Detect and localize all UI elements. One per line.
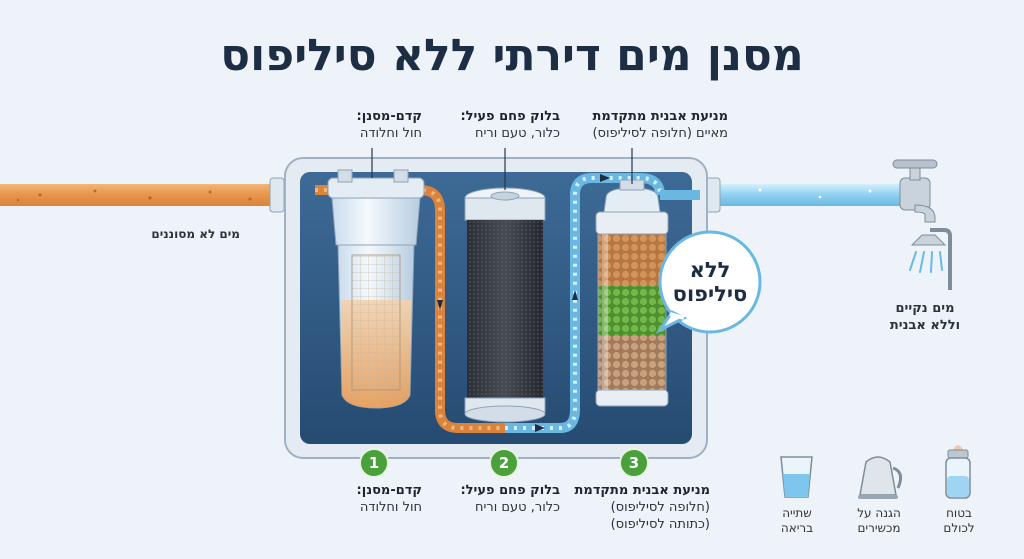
outlet-pipe (720, 184, 910, 206)
stage3-bottom-desc2: (כתותה לסיליפוס) (610, 517, 710, 532)
feature-safe-for-all-label: בטוח לכולם (928, 506, 990, 536)
carbon-block-filter (464, 187, 546, 423)
faucet-icon (892, 159, 938, 223)
stage2-top-label: בלוק פחם פעיל: כלור, טעם וריח (420, 108, 560, 142)
stage1-bottom-label: קדם-מסנן: חול וחלודה (300, 482, 422, 516)
stage3-bottom-title: מניעת אבנית מתקדמת (574, 483, 711, 498)
glass-icon (780, 456, 813, 498)
stage1-top-desc: חול וחלודה (359, 126, 422, 141)
outlet-label-line2: וללא אבנית (889, 318, 961, 333)
feature-appliance-protection-label: הגנה על מכשירים (846, 506, 912, 536)
stage3-top-desc: מאיים (חלופה לסיליפוס) (592, 126, 728, 141)
stage2-top-desc: כלור, טעם וריח (474, 126, 560, 141)
stage1-number-badge: 1 (359, 448, 389, 478)
inlet-pipe (0, 184, 285, 206)
bubble-line2: סיליפוס (672, 282, 748, 306)
feature-0-line2: בריאה (780, 521, 814, 535)
outlet-label: מים נקיים וללא אבנית (870, 300, 980, 334)
stage3-top-label: מניעת אבנית מתקדמת מאיים (חלופה לסיליפוס… (560, 108, 728, 142)
feature-1-line1: הגנה על (857, 506, 901, 520)
stage3-number-badge: 3 (619, 448, 649, 478)
stage1-top-label: קדם-מסנן: חול וחלודה (300, 108, 422, 142)
stage1-top-title: קדם-מסנן: (356, 109, 422, 124)
anti-scale-filter (595, 179, 669, 407)
stage2-bottom-title: בלוק פחם פעיל: (460, 483, 560, 498)
outlet-label-line1: מים נקיים (895, 301, 955, 316)
feature-2-line1: בטוח (946, 506, 972, 520)
stage2-top-title: בלוק פחם פעיל: (460, 109, 560, 124)
feature-healthy-drinking-label: שתייה בריאה (766, 506, 828, 536)
feature-2-line2: לכולם (943, 521, 975, 535)
stage2-bottom-label: בלוק פחם פעיל: כלור, טעם וריח (420, 482, 560, 516)
stage1-bottom-desc: חול וחלודה (359, 500, 422, 515)
no-siliphos-bubble (655, 230, 762, 334)
feature-0-line1: שתייה (782, 506, 812, 520)
page-title: מסנן מים דירתי ללא סיליפוס (220, 30, 804, 81)
bubble-line1: ללא (689, 258, 731, 282)
sediment-filter (327, 169, 425, 409)
feature-1-line2: מכשירים (857, 521, 901, 535)
stage2-bottom-desc: כלור, טעם וריח (474, 500, 560, 515)
bubble-text: ללא סיליפוס (662, 258, 758, 306)
stage1-bottom-title: קדם-מסנן: (356, 483, 422, 498)
shower-icon (909, 228, 952, 290)
stage3-bottom-desc: (חלופה לסיליפוס) (610, 500, 710, 515)
kettle-icon (858, 456, 903, 499)
stage3-top-title: מניעת אבנית מתקדמת (592, 109, 729, 124)
stage2-number-badge: 2 (489, 448, 519, 478)
inlet-label: מים לא מסוננים (151, 227, 240, 241)
stage3-bottom-label: מניעת אבנית מתקדמת (חלופה לסיליפוס) (כתו… (556, 482, 711, 533)
baby-bottle-icon (945, 445, 971, 499)
